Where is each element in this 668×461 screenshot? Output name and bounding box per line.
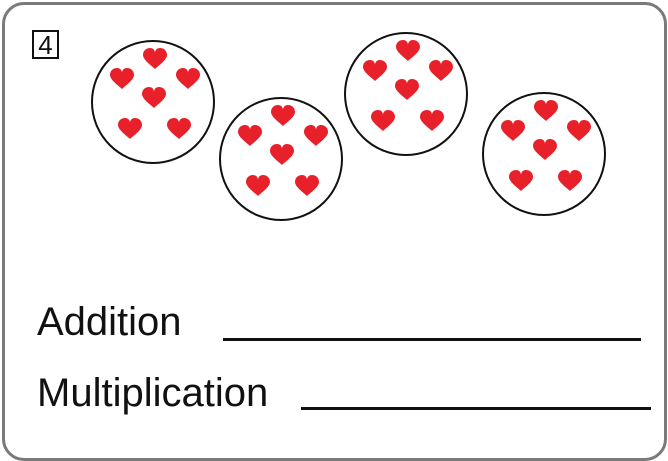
heart-groups bbox=[91, 32, 606, 221]
addition-answer-blank[interactable] bbox=[223, 338, 641, 341]
heart-group bbox=[219, 97, 343, 221]
heart-group bbox=[344, 32, 468, 156]
problem-number: 4 bbox=[32, 30, 59, 59]
multiplication-answer-blank[interactable] bbox=[301, 407, 651, 410]
addition-label: Addition bbox=[37, 300, 182, 344]
multiplication-label: Multiplication bbox=[37, 371, 269, 415]
heart-group bbox=[482, 92, 606, 216]
heart-group bbox=[91, 40, 215, 164]
